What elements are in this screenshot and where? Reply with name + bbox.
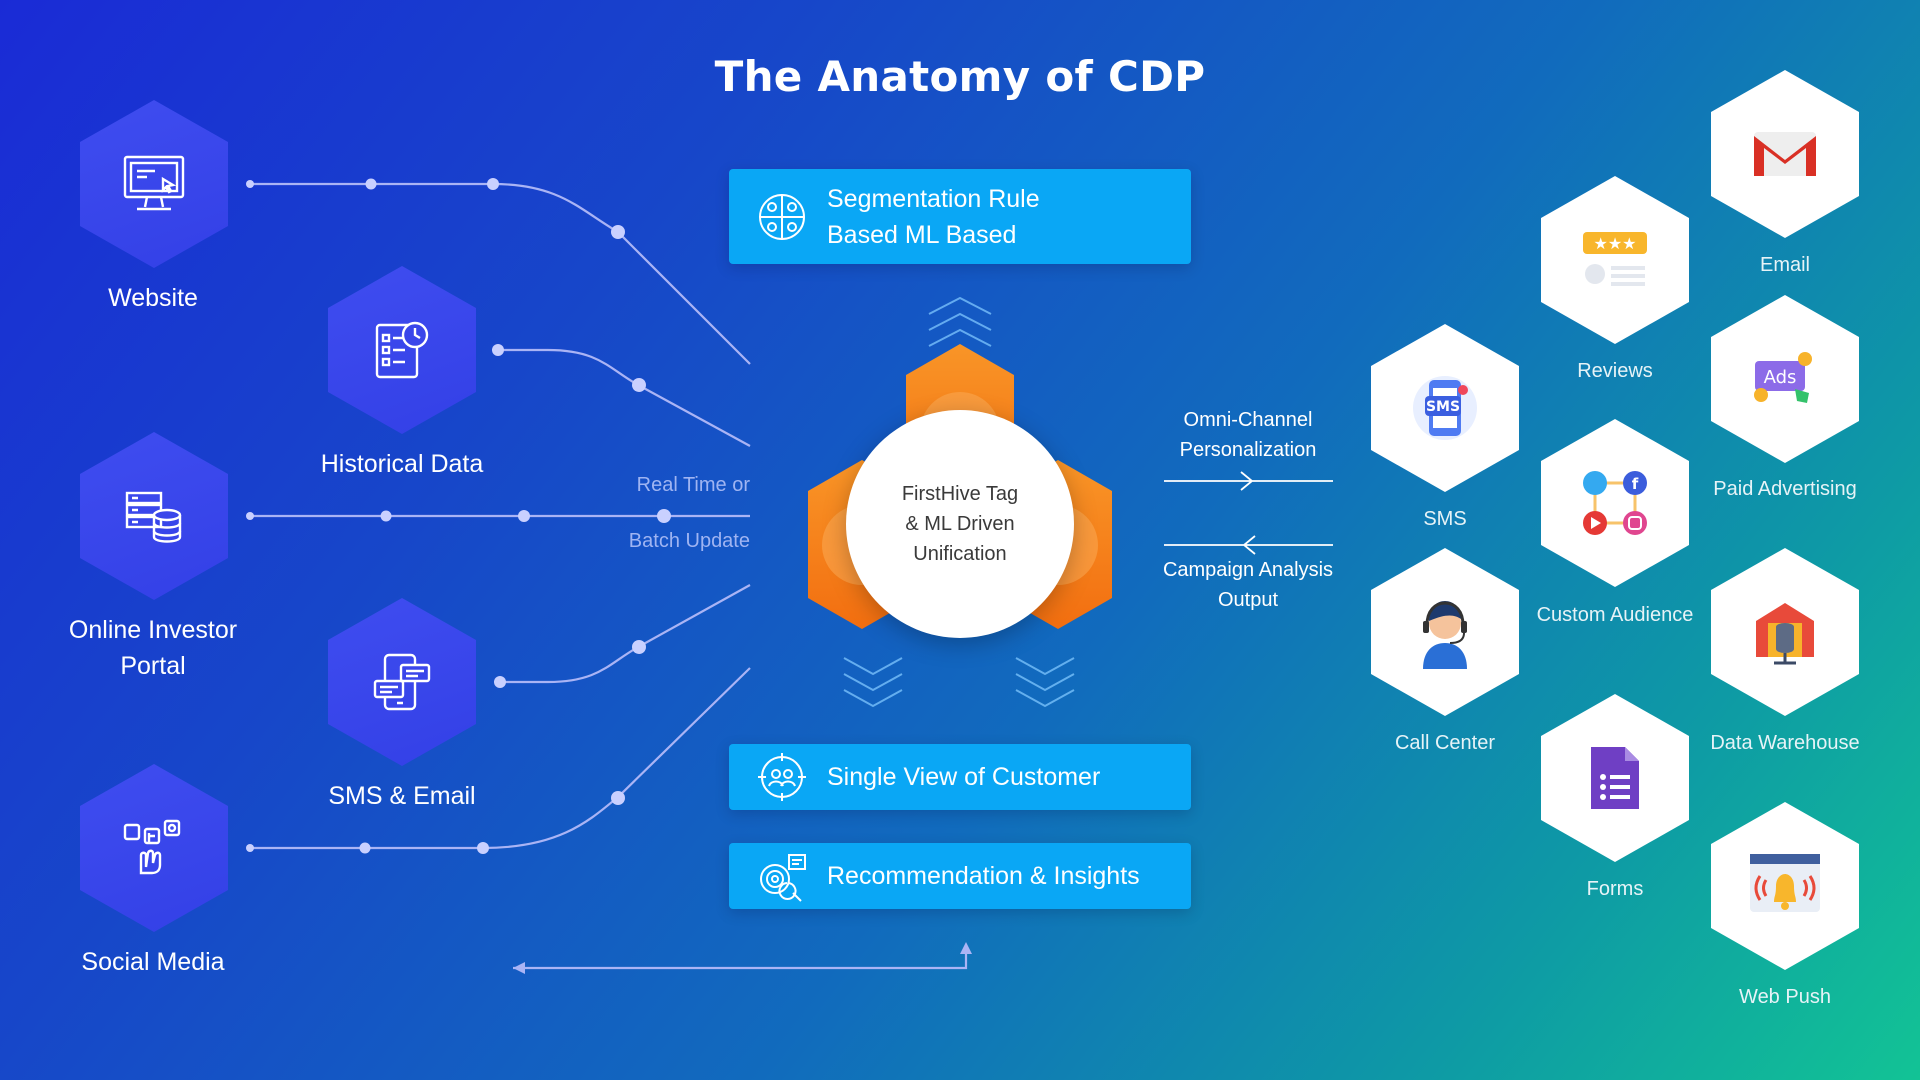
flow-label-line2: Batch Update: [628, 530, 750, 552]
recommendation-label: Recommendation & Insights: [827, 862, 1140, 890]
flow-label-line1: Real Time or: [636, 474, 750, 496]
core-line3: Unification: [913, 543, 1007, 565]
up-chevrons: [928, 296, 992, 347]
historical-data-label: Historical Data: [320, 450, 484, 478]
single-view-box: Single View of Customer: [729, 744, 1191, 810]
omni-line2: Personalization: [1179, 439, 1317, 461]
campaign-line1: Campaign Analysis: [1162, 559, 1334, 581]
ads-icon: Ads: [1754, 352, 1812, 403]
down-right-chevrons: [1015, 657, 1075, 708]
svg-text:f: f: [1632, 475, 1639, 493]
custom-audience-label: Custom Audience: [1536, 604, 1694, 626]
omni-arrow: [1164, 471, 1333, 491]
svg-text:Ads: Ads: [1764, 367, 1797, 388]
connector-social: [250, 667, 751, 850]
social-hand-icon: [123, 819, 181, 875]
omni-line1: Omni-Channel: [1183, 409, 1313, 431]
forms-icon: [1591, 747, 1639, 809]
social-network-icon: f: [1583, 471, 1647, 535]
checklist-clock-icon: [375, 321, 429, 379]
connector-website: [250, 182, 751, 365]
recommendation-box: Recommendation & Insights: [729, 843, 1191, 909]
single-view-label: Single View of Customer: [827, 763, 1101, 791]
segmentation-line2: Based ML Based: [827, 220, 1017, 249]
svg-text:SMS: SMS: [1426, 399, 1460, 415]
core-line1: FirstHive Tag: [901, 483, 1019, 505]
online-investor-portal-label: Online Investor Portal: [68, 616, 238, 680]
campaign-line2: Output: [1217, 589, 1279, 611]
monitor-icon: [123, 155, 185, 211]
campaign-arrow: [1164, 535, 1333, 555]
phone-chat-icon: [373, 653, 431, 711]
reviews-icon: ★★★: [1583, 232, 1647, 286]
server-database-icon: [125, 491, 182, 543]
feedback-arrow: [513, 948, 968, 970]
segmentation-line1: Segmentation Rule: [827, 184, 1040, 213]
reviews-label: Reviews: [1577, 360, 1653, 382]
segmentation-icon: [759, 193, 805, 240]
data-warehouse-label: Data Warehouse: [1710, 732, 1860, 754]
warehouse-icon: [1756, 603, 1814, 665]
insights-gears-icon: [760, 854, 806, 902]
users-target-icon: [758, 753, 806, 801]
call-agent-icon: [1423, 601, 1467, 669]
gmail-icon: [1754, 132, 1816, 176]
down-left-chevrons: [843, 657, 903, 708]
connector-sms-email: [500, 584, 751, 684]
sms-phone-icon: SMS: [1413, 376, 1477, 440]
web-push-label: Web Push: [1739, 986, 1831, 1008]
page-title: The Anatomy of CDP: [714, 52, 1206, 101]
forms-label: Forms: [1586, 878, 1644, 900]
connector-historical: [498, 348, 751, 447]
email-label: Email: [1759, 254, 1810, 276]
sms-label: SMS: [1423, 508, 1467, 530]
website-label: Website: [108, 284, 198, 312]
paid-advertising-label: Paid Advertising: [1713, 478, 1857, 500]
svg-text:★★★: ★★★: [1593, 234, 1636, 253]
core-line2: & ML Driven: [905, 513, 1015, 535]
sms-email-label: SMS & Email: [328, 782, 476, 810]
bell-browser-icon: [1750, 854, 1820, 912]
call-center-label: Call Center: [1394, 732, 1496, 754]
social-media-label: Social Media: [81, 948, 225, 976]
